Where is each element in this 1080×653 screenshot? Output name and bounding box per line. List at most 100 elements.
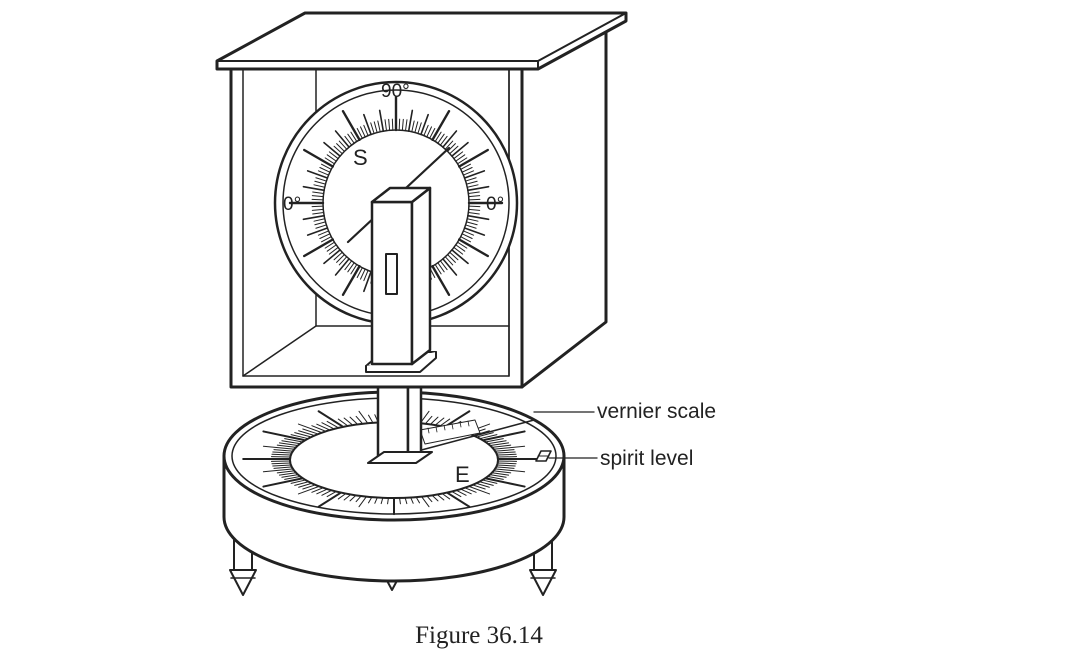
dial-tick <box>341 265 361 296</box>
dial-tick <box>449 145 459 155</box>
dial-tick <box>324 157 335 165</box>
dial-tick <box>302 214 325 221</box>
dial-tick <box>439 260 448 271</box>
dial-tick <box>363 270 372 293</box>
base-tick <box>488 440 507 445</box>
base-tick <box>311 425 325 432</box>
base-tick <box>262 445 295 450</box>
dial-tick <box>444 256 454 266</box>
callout-spirit-level: spirit level <box>600 447 693 470</box>
callout-vernier-scale: vernier scale <box>597 400 716 423</box>
dial-letter-s: S <box>353 145 368 170</box>
dial-tick <box>405 119 408 132</box>
dial-tick <box>461 233 473 239</box>
dial-tick <box>347 262 355 273</box>
dial-tick <box>338 140 348 150</box>
dial-tick <box>303 238 334 258</box>
dial-tick <box>317 230 330 236</box>
dial-tick <box>312 212 325 215</box>
dial-tick <box>467 214 490 221</box>
dial-label-0-left: 0° <box>283 194 301 215</box>
dial-tick <box>439 135 448 146</box>
base-tick <box>492 444 512 448</box>
dial-tick <box>451 141 469 157</box>
dial-tick <box>442 130 458 148</box>
dial-tick <box>420 113 429 136</box>
dial-tick <box>360 126 366 138</box>
vernier-plate <box>419 419 481 445</box>
dial-tick <box>377 120 381 133</box>
base-tick <box>425 415 433 424</box>
dial-tick <box>313 218 326 222</box>
base-tick <box>493 468 526 473</box>
dial-tick <box>447 254 456 263</box>
dial-tick <box>468 195 481 198</box>
pillar-upper <box>365 186 437 373</box>
dial-tick <box>323 249 341 265</box>
dial-tick <box>373 121 378 133</box>
dial-tick <box>458 238 489 258</box>
base-tick <box>262 477 305 488</box>
base-tick <box>496 451 516 454</box>
dial-tick <box>341 109 361 141</box>
dial-tick <box>455 244 466 252</box>
dial-tick <box>429 127 436 139</box>
base-tick <box>496 462 517 465</box>
dial-tick <box>312 191 325 194</box>
base-tick <box>326 420 338 428</box>
base-tick <box>486 438 504 443</box>
base-tick <box>343 417 353 425</box>
base-tick <box>284 438 302 443</box>
spirit-level <box>535 450 552 462</box>
dial-tick <box>467 185 490 192</box>
dial-tick <box>465 224 477 229</box>
dial-tick <box>455 154 466 162</box>
base-tick <box>445 410 471 428</box>
base-tick <box>273 466 293 469</box>
base-tick <box>480 434 498 439</box>
base-tick <box>467 485 491 495</box>
base-tick <box>358 410 368 423</box>
dial-tick <box>378 109 385 132</box>
dial-tick <box>306 170 329 179</box>
base-tick <box>490 442 510 446</box>
base-tick <box>297 485 321 495</box>
dial-tick <box>334 130 350 148</box>
base-tick <box>440 418 451 426</box>
base-tick <box>294 432 311 438</box>
dial-tick <box>302 185 325 192</box>
dial-tick <box>449 251 459 261</box>
dial-tick <box>326 154 337 162</box>
dial-tick <box>303 148 334 168</box>
dial-tick <box>467 191 480 194</box>
dial-tick <box>306 227 329 236</box>
base-tick <box>493 445 526 450</box>
base-tick <box>271 462 292 465</box>
box-lid <box>215 11 628 71</box>
base-tick <box>355 415 363 424</box>
dial-tick <box>384 119 387 132</box>
dial-label-0-right: 0° <box>486 194 504 215</box>
base-tick <box>483 477 526 488</box>
dial-tick <box>411 120 415 133</box>
dial-tick <box>324 241 335 249</box>
dial-tick <box>451 249 469 265</box>
dial-tick <box>465 177 477 182</box>
dial-tick <box>363 113 372 136</box>
dial-tick <box>466 218 479 222</box>
dial-tick <box>447 143 456 152</box>
base-tick <box>477 432 494 438</box>
base-tick <box>302 428 318 435</box>
base-tick <box>490 472 510 476</box>
dial-tick <box>453 151 464 160</box>
dial-tick <box>314 180 326 185</box>
dial-tick <box>442 258 458 276</box>
base-tick <box>276 470 296 474</box>
dial-tick <box>360 268 366 280</box>
figure-caption: Figure 36.14 <box>415 622 543 649</box>
dial-tick <box>423 124 429 137</box>
dial-tick <box>328 246 339 255</box>
dial-tick <box>462 170 475 176</box>
dial-tick <box>437 133 445 144</box>
dial-tick <box>311 208 324 211</box>
